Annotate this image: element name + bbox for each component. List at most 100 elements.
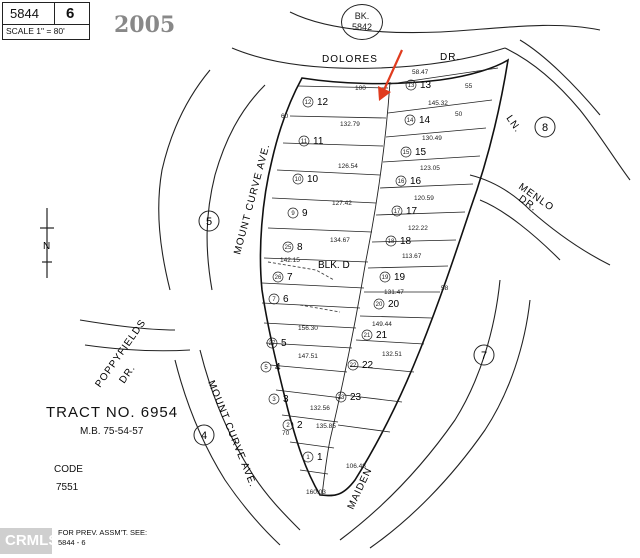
- reference-number: 4: [201, 430, 207, 442]
- parcel-circle: [298, 135, 310, 147]
- lot-number: 6: [283, 294, 289, 305]
- svg-text:134.67: 134.67: [330, 237, 350, 244]
- parcel-circle: [347, 359, 359, 371]
- street-label-poppyfields-dr: DR.: [117, 363, 138, 386]
- parcel-number: 15: [403, 150, 410, 156]
- parcel-number: 2: [286, 423, 290, 429]
- svg-text:100: 100: [355, 85, 366, 92]
- parcel-circle: [361, 329, 373, 341]
- north-arrow-icon: [40, 208, 54, 278]
- parcel-number: 11: [301, 139, 308, 145]
- parcel-number: 27: [269, 341, 276, 347]
- parcel-number: 3: [272, 397, 276, 403]
- svg-text:55: 55: [465, 83, 473, 90]
- parcel-circle: [272, 271, 284, 283]
- year-stamp: 2005: [114, 12, 176, 38]
- street-lines: [79, 11, 631, 549]
- parcel-circle: [405, 79, 417, 91]
- svg-text:147.51: 147.51: [298, 353, 318, 360]
- lot-number: 4: [275, 362, 281, 373]
- svg-text:132.79: 132.79: [340, 121, 360, 128]
- lot-number: 2: [297, 420, 303, 431]
- lot-number: 19: [394, 272, 406, 283]
- street-label-dolores: DOLORES: [322, 54, 378, 65]
- parcel-circle: [302, 96, 314, 108]
- parcel-number: 10: [295, 177, 302, 183]
- lot-number: 12: [317, 97, 329, 108]
- parcel-number: 18: [388, 239, 395, 245]
- parcel-number: 20: [376, 302, 383, 308]
- svg-text:127.42: 127.42: [332, 200, 352, 207]
- svg-text:142.15: 142.15: [280, 257, 300, 264]
- parcel-number: 17: [394, 209, 401, 215]
- svg-text:106.48: 106.48: [346, 463, 366, 470]
- parcel-circle: [373, 298, 385, 310]
- parcel-circle: [268, 393, 280, 405]
- lot-number: 11: [313, 136, 324, 147]
- parcel-circle: [266, 337, 278, 349]
- code-value: 7551: [56, 482, 79, 493]
- poppyfields-curb-1: [79, 319, 176, 331]
- ln-north-curb: [504, 47, 631, 181]
- lot-number: 17: [406, 206, 418, 217]
- lot-number: 5: [281, 338, 287, 349]
- svg-text:60: 60: [281, 113, 289, 120]
- svg-text:113.67: 113.67: [402, 253, 422, 260]
- parcel-number: 23: [338, 395, 345, 401]
- parcel-number: 13: [408, 83, 415, 89]
- prev-assessment-label: FOR PREV. ASSM'T. SEE:: [58, 528, 148, 537]
- easement-dashed-line: [267, 261, 335, 281]
- mount-curve-east-curb: [206, 84, 266, 291]
- svg-text:131.47: 131.47: [384, 289, 404, 296]
- reference-circle-ring: [473, 344, 495, 366]
- block-d-outline: [259, 58, 510, 497]
- lot-number: 8: [297, 242, 303, 253]
- book-ref-prefix: BK.: [354, 11, 370, 21]
- lot-number: 21: [376, 330, 388, 341]
- parcel-circle: [292, 173, 304, 185]
- lot-number: 10: [307, 174, 319, 185]
- parcel-number: 25: [285, 245, 292, 251]
- parcel-circle: [282, 241, 294, 253]
- lot-8: 25 8: [282, 241, 303, 253]
- lot-number: 3: [283, 394, 289, 405]
- parcel-circle: [391, 205, 403, 217]
- reference-circle-ring: [193, 424, 215, 446]
- reference-circle-5: 5: [198, 210, 220, 232]
- west-lot-lines: [261, 85, 389, 475]
- lot-10: 10 10: [292, 173, 319, 185]
- book-ref-number: 5842: [351, 22, 373, 32]
- lot-number: 13: [420, 80, 432, 91]
- parcel-circle: [287, 207, 299, 219]
- tract-mb: M.B. 75-54-57: [80, 426, 144, 437]
- svg-text:70: 70: [282, 430, 290, 437]
- maiden-curb-2: [369, 299, 531, 549]
- lot-number: 14: [419, 115, 431, 126]
- svg-text:160.03: 160.03: [306, 489, 326, 496]
- code-label: CODE: [54, 464, 83, 475]
- block-label: BLK. D: [318, 260, 350, 271]
- ln-curb-2: [519, 39, 601, 116]
- block-center-line: [321, 81, 391, 496]
- parcel-circle: [404, 114, 416, 126]
- page-number-box: 6: [54, 2, 90, 26]
- reference-circle-ring: [534, 116, 556, 138]
- reference-number: 7: [481, 350, 487, 362]
- north-label: N: [43, 241, 50, 252]
- lot-number: 20: [388, 299, 400, 310]
- parcel-number: 26: [275, 275, 282, 281]
- red-arrow-icon: [378, 49, 404, 101]
